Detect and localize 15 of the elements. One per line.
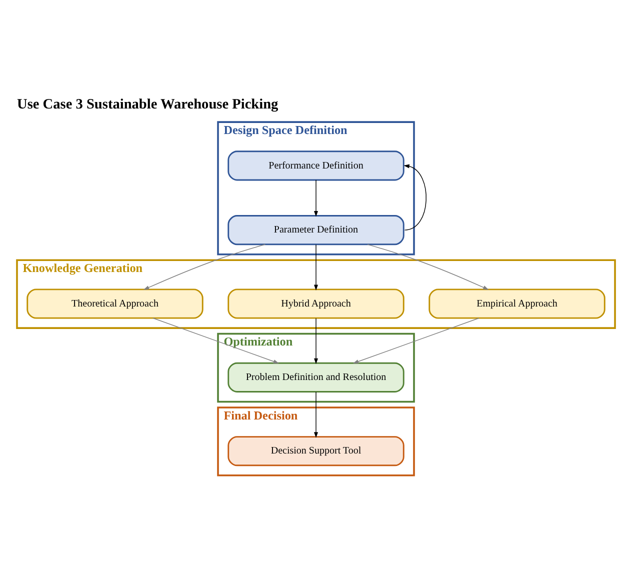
arrow — [352, 318, 480, 364]
node-box: Decision Support Tool — [228, 436, 404, 466]
diagram-title: Use Case 3 Sustainable Warehouse Picking — [16, 96, 278, 112]
arrow — [314, 244, 318, 290]
arrow — [314, 180, 318, 217]
node-box: Empirical Approach — [428, 288, 606, 319]
arrow — [314, 392, 318, 438]
arrow — [152, 318, 280, 364]
node-box: Parameter Definition — [228, 215, 404, 246]
node-box: Theoretical Approach — [26, 288, 204, 319]
node-box: Problem Definition and Resolution — [228, 362, 404, 392]
arrow — [404, 164, 426, 230]
node-box: Hybrid Approach — [228, 288, 404, 319]
node-box: Performance Definition — [228, 150, 404, 181]
arrow — [314, 318, 318, 364]
